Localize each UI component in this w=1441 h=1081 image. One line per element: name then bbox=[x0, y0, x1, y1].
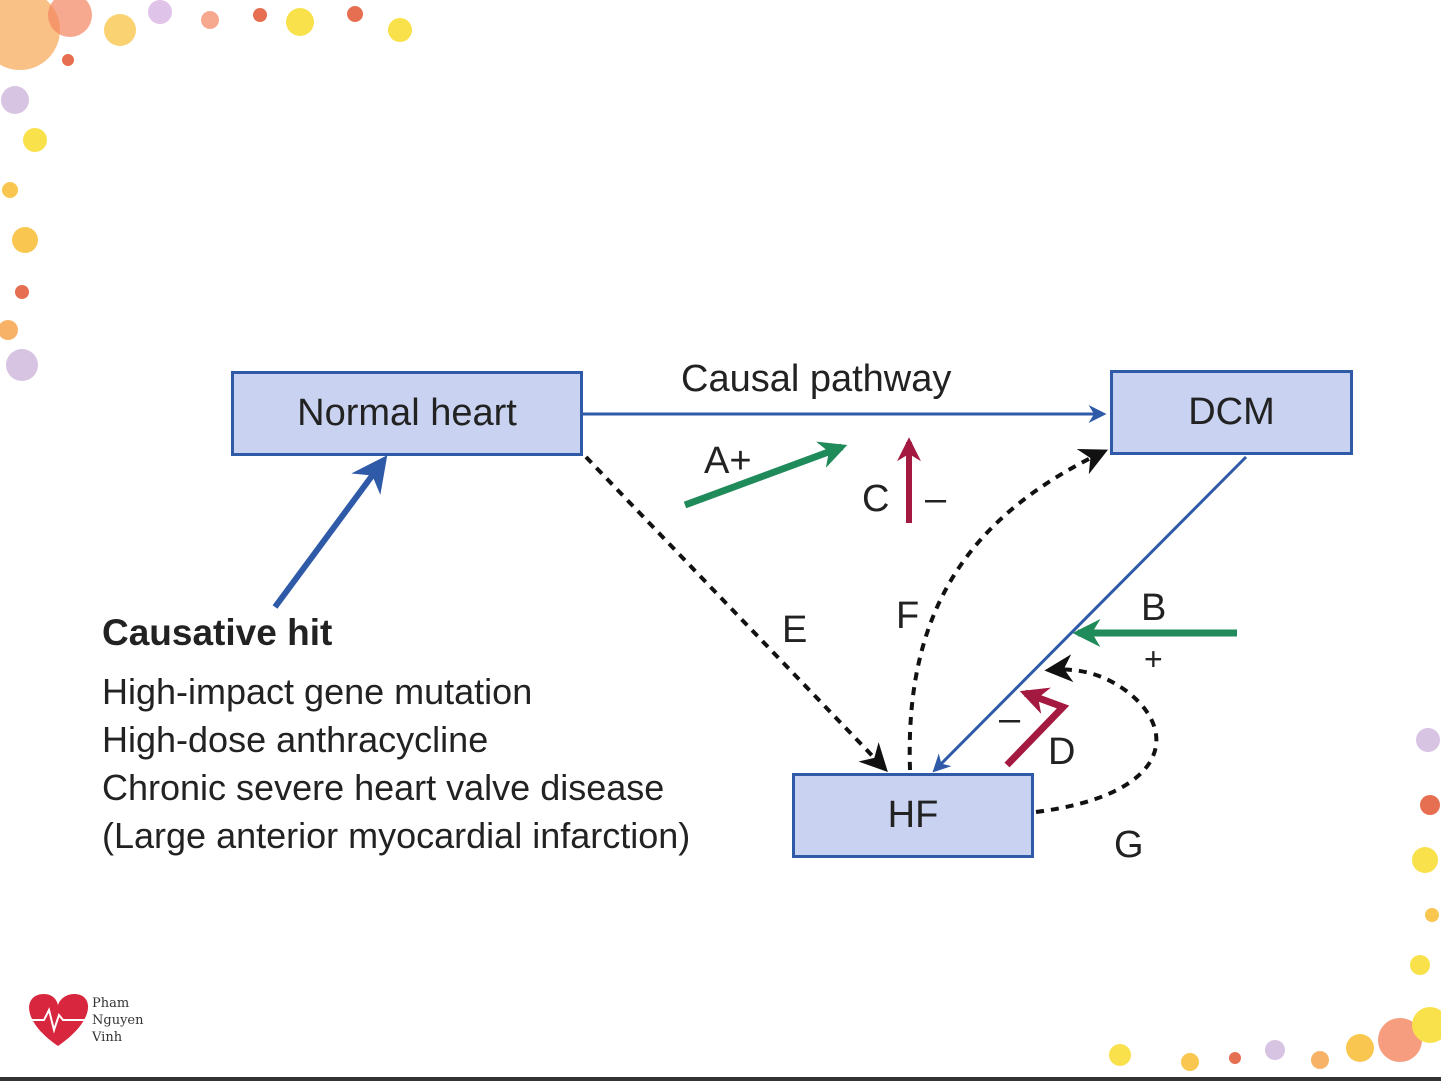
causative-hit-item: Chronic severe heart valve disease bbox=[102, 764, 690, 812]
dcm-node: DCM bbox=[1110, 370, 1353, 455]
label-b-sign: + bbox=[1144, 643, 1163, 675]
dcm-to-hf-arrow bbox=[935, 457, 1246, 770]
confetti-decoration-top-left bbox=[0, 0, 412, 381]
label-g: G bbox=[1114, 826, 1144, 864]
causative-hit-item: High-impact gene mutation bbox=[102, 668, 690, 716]
causative-hit-item: High-dose anthracycline bbox=[102, 716, 690, 764]
logo-text: Pham Nguyen Vinh bbox=[92, 995, 143, 1046]
label-c: C bbox=[862, 480, 889, 518]
logo-line: Nguyen bbox=[92, 1012, 143, 1029]
logo-line: Vinh bbox=[92, 1029, 143, 1046]
bottom-divider bbox=[0, 1077, 1441, 1081]
causative-hit-arrow bbox=[275, 461, 383, 607]
causal-pathway-label: Causal pathway bbox=[681, 360, 951, 398]
confetti-decoration-bottom-right bbox=[1109, 728, 1441, 1071]
label-a: A+ bbox=[704, 442, 752, 480]
causative-hit-block: Causative hit High-impact gene mutation … bbox=[102, 612, 690, 860]
label-d: D bbox=[1048, 733, 1075, 771]
label-c-sign: – bbox=[925, 480, 946, 518]
label-d-sign: – bbox=[999, 700, 1020, 738]
label-b: B bbox=[1141, 589, 1166, 627]
label-f: F bbox=[896, 597, 919, 635]
label-e: E bbox=[782, 611, 807, 649]
causative-hit-item: (Large anterior myocardial infarction) bbox=[102, 812, 690, 860]
hf-node: HF bbox=[792, 773, 1034, 858]
heart-logo-icon bbox=[29, 994, 88, 1046]
normal-heart-node: Normal heart bbox=[231, 371, 583, 456]
causative-hit-heading: Causative hit bbox=[102, 612, 690, 654]
logo-line: Pham bbox=[92, 995, 143, 1012]
